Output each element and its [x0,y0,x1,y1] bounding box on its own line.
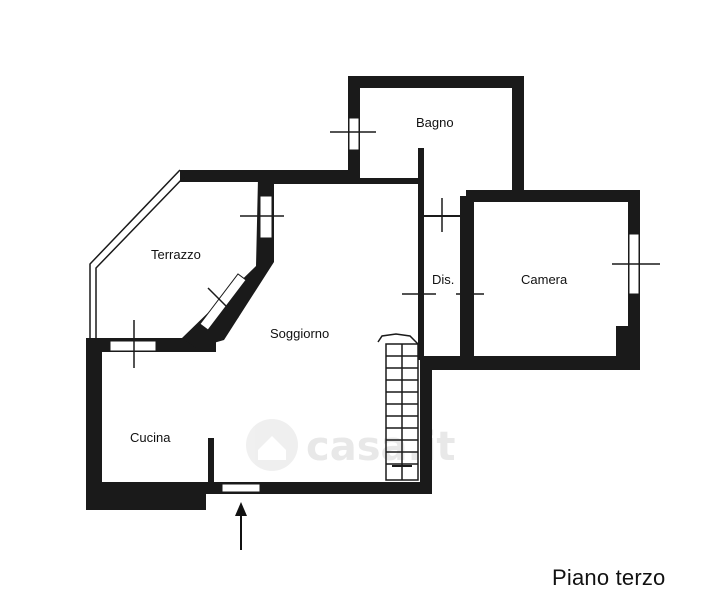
staircase [377,333,419,481]
floor-label: Piano terzo [552,565,666,590]
room-label-cucina: Cucina [130,430,171,445]
watermark-text: casa.it [306,424,456,470]
room-label-bagno: Bagno [416,115,454,130]
room-label-dis: Dis. [432,272,454,287]
room-label-camera: Camera [521,272,568,287]
entrance-arrow-icon [235,502,247,550]
room-label-terrazzo: Terrazzo [151,247,201,262]
walls [86,76,640,510]
openings [109,117,660,493]
terrazzo-railing [89,169,186,342]
room-label-soggiorno: Soggiorno [270,326,329,341]
